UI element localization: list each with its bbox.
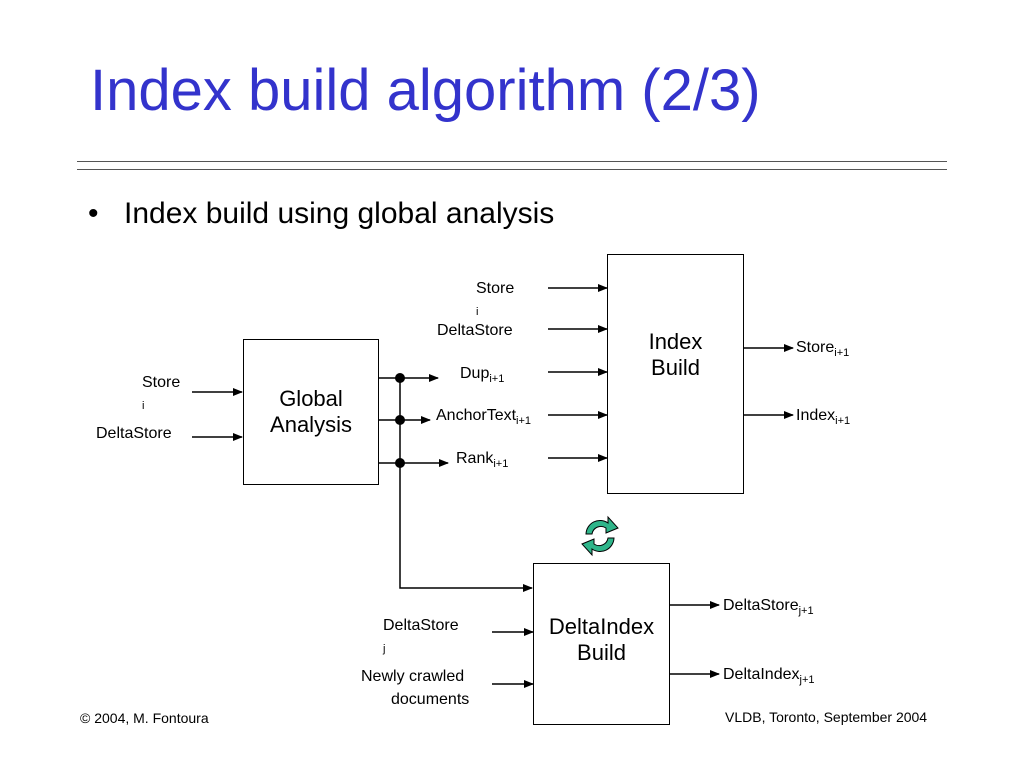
- label-out-store: Storei+1: [796, 340, 849, 359]
- label-newly-crawled: Newly crawled: [361, 668, 465, 685]
- label-out-store-text: Store: [796, 339, 835, 356]
- label-out-deltastore-text: DeltaStore: [723, 597, 799, 614]
- global-analysis-label: Global Analysis: [270, 385, 352, 437]
- deltaindex-build-box: DeltaIndex Build: [533, 563, 670, 725]
- bus-to-deltaindex: [399, 378, 533, 592]
- label-out-deltastore: DeltaStorej+1: [723, 598, 814, 617]
- junction-dot-anchortext: [395, 415, 405, 425]
- label-global-store-sub: i: [142, 400, 145, 412]
- label-dup-sub: i+1: [489, 373, 505, 385]
- label-out-deltaindex: DeltaIndexj+1: [723, 667, 815, 686]
- footer-copyright: © 2004, M. Fontoura: [80, 710, 209, 726]
- label-anchortext-sub: i+1: [516, 415, 532, 427]
- slide-title: Index build algorithm (2/3): [90, 58, 761, 123]
- label-out-deltaindex-text: DeltaIndex: [723, 666, 800, 683]
- label-anchortext-text: AnchorText: [436, 407, 517, 424]
- label-index-store: Store: [476, 280, 515, 297]
- label-anchortext: AnchorTexti+1: [436, 408, 531, 427]
- label-out-index: Indexi+1: [796, 408, 850, 427]
- label-dup: Dupi+1: [460, 366, 504, 385]
- label-index-deltastore: DeltaStore: [437, 322, 513, 339]
- label-out-index-text: Index: [796, 407, 836, 424]
- label-out-store-sub: i+1: [834, 347, 850, 359]
- label-index-store-sub: i: [476, 306, 479, 318]
- global-analysis-box: Global Analysis: [243, 339, 379, 485]
- bullet-item: • Index build using global analysis: [88, 197, 554, 230]
- label-global-deltastore: DeltaStore: [96, 425, 172, 442]
- label-delta-deltastore-sub: j: [383, 643, 386, 655]
- bullet-dot: •: [88, 197, 99, 230]
- label-rank: Ranki+1: [456, 451, 508, 470]
- label-rank-sub: i+1: [493, 458, 509, 470]
- bullet-text: Index build using global analysis: [124, 197, 555, 230]
- label-documents: documents: [391, 691, 470, 708]
- refresh-cycle-icon: [581, 515, 619, 557]
- label-out-deltaindex-sub: j+1: [799, 674, 815, 686]
- label-out-deltastore-sub: j+1: [798, 605, 814, 617]
- label-dup-text: Dup: [460, 365, 490, 382]
- label-global-store: Store: [142, 374, 181, 391]
- junction-dot-rank: [395, 458, 405, 468]
- footer-venue: VLDB, Toronto, September 2004: [725, 709, 928, 725]
- title-rule-bottom: [77, 169, 947, 170]
- junction-dot-dup: [395, 373, 405, 383]
- title-rule-top: [77, 161, 947, 162]
- label-delta-deltastore: DeltaStore: [383, 617, 459, 634]
- label-out-index-sub: i+1: [835, 415, 851, 427]
- deltaindex-build-label: DeltaIndex Build: [548, 613, 655, 665]
- label-rank-text: Rank: [456, 450, 494, 467]
- index-build-label: Index Build: [648, 328, 703, 380]
- index-build-box: Index Build: [607, 254, 744, 494]
